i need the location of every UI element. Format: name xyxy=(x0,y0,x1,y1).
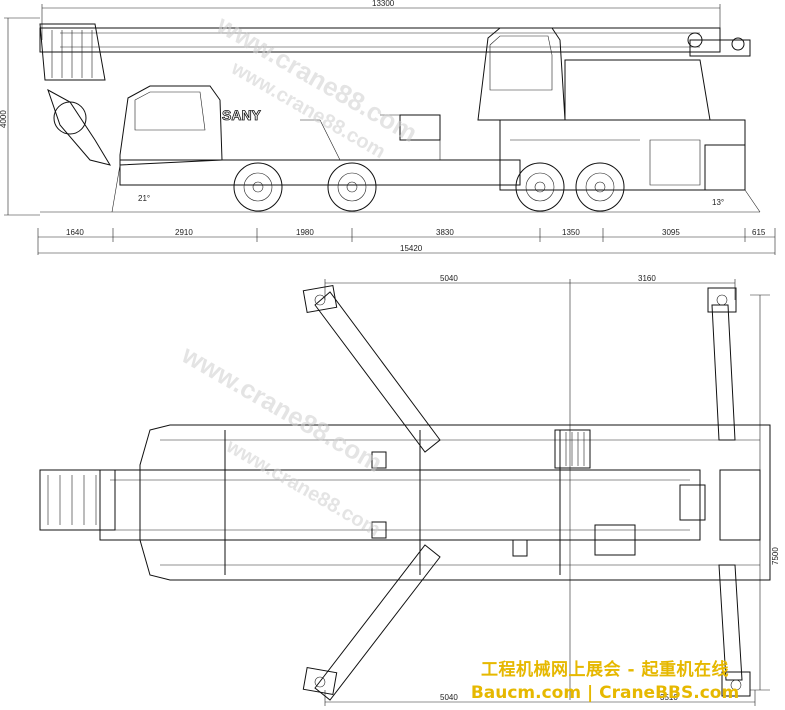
departure-angle: 13° xyxy=(712,198,724,207)
dim-segment-7: 615 xyxy=(752,228,766,237)
dim-segment-5: 1350 xyxy=(562,228,580,237)
dim-segment-4: 3830 xyxy=(436,228,454,237)
dim-outrigger-width: 7500 xyxy=(771,547,780,565)
outrigger-rear-upper xyxy=(707,287,737,441)
dim-rear-span-bottom: 3510 xyxy=(660,693,678,702)
dim-overall-bottom: 15420 xyxy=(400,244,423,253)
side-view: 13300 4000 SANY xyxy=(0,0,776,255)
top-view: 5040 3160 5040 3510 7500 xyxy=(39,274,780,706)
segment-ticks xyxy=(37,228,776,255)
dim-height: 4000 xyxy=(0,110,8,128)
outrigger-front-lower xyxy=(302,544,441,701)
outrigger-front-upper xyxy=(302,284,441,453)
footer-title: 工程机械网上展会 - 起重机在线 xyxy=(481,660,729,680)
dim-rear-span: 3160 xyxy=(638,274,656,283)
dim-segment-1: 1640 xyxy=(66,228,84,237)
approach-angle: 21° xyxy=(138,194,150,203)
dim-segment-3: 1980 xyxy=(296,228,314,237)
dim-front-span-bottom: 5040 xyxy=(440,693,458,702)
wheel-group xyxy=(233,162,625,212)
dim-overall-top: 13300 xyxy=(372,0,395,8)
dim-segment-2: 2910 xyxy=(175,228,193,237)
dim-segment-6: 3095 xyxy=(662,228,680,237)
outrigger-rear-lower xyxy=(718,564,751,697)
footer-links[interactable]: Baucm.com | CraneBBS.com xyxy=(470,683,740,703)
dim-front-span: 5040 xyxy=(440,274,458,283)
brand-logo: SANY xyxy=(222,107,262,123)
